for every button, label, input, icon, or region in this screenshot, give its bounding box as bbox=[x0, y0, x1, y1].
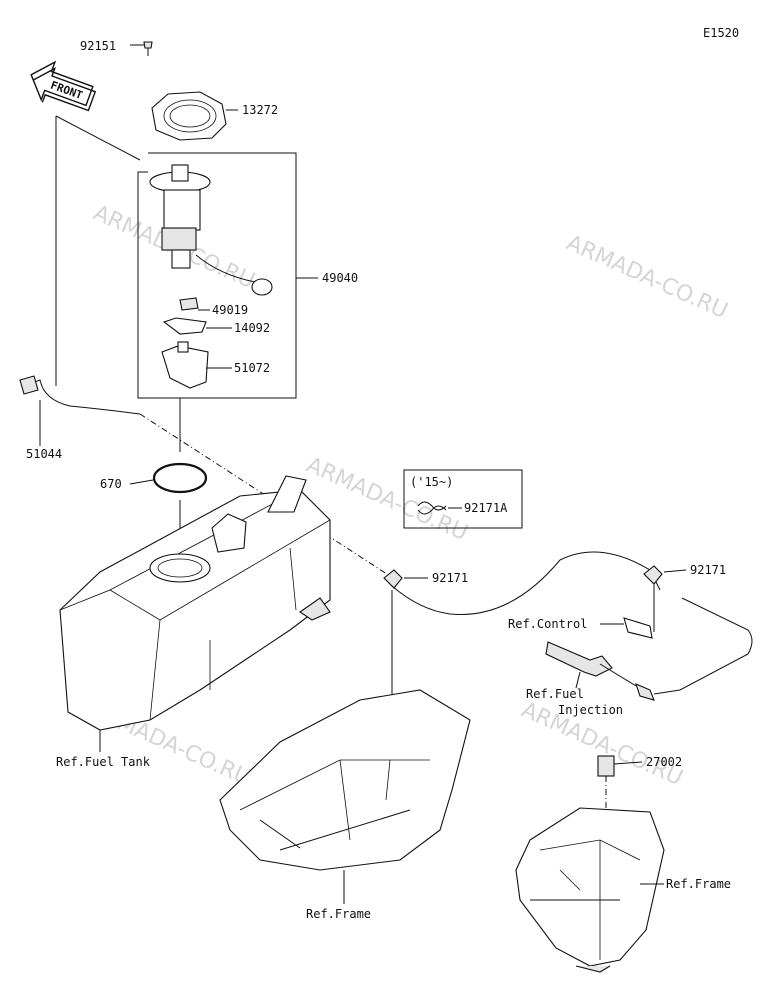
retainer-plate-13272 bbox=[151, 91, 238, 141]
hose-51044 bbox=[19, 115, 141, 446]
o-ring-670 bbox=[152, 462, 208, 494]
control-bracket bbox=[623, 617, 653, 639]
ref-control: Ref.Control bbox=[508, 617, 587, 631]
clamp-92171-right bbox=[643, 565, 687, 632]
watermark: ARMADA-CO.RU bbox=[563, 231, 732, 324]
plate-14092 bbox=[162, 317, 232, 335]
part-number-27002: 27002 bbox=[646, 755, 682, 769]
part-number-92171-a: 92171 bbox=[432, 571, 468, 585]
part-number-13272: 13272 bbox=[242, 103, 278, 117]
part-number-49019: 49019 bbox=[212, 303, 248, 317]
ref-frame-right: Ref.Frame bbox=[666, 877, 731, 891]
frame-left bbox=[219, 689, 471, 904]
filter-49019 bbox=[179, 297, 210, 311]
ref-fuel-injection-line2: Injection bbox=[558, 703, 623, 717]
assembly-bracket bbox=[137, 152, 297, 399]
ref-fuel-tank: Ref.Fuel Tank bbox=[56, 755, 151, 769]
fuel-line-right bbox=[653, 597, 753, 695]
fuel-hose bbox=[391, 551, 661, 616]
part-number-49040: 49040 bbox=[322, 271, 358, 285]
part-number-14092: 14092 bbox=[234, 321, 270, 335]
variant-note: ('15~) bbox=[410, 475, 453, 489]
part-number-92171-b: 92171 bbox=[690, 563, 726, 577]
front-arrow-icon: FRONT bbox=[30, 60, 97, 112]
ref-fuel-injection-line1: Ref.Fuel bbox=[526, 687, 584, 701]
ref-frame-left: Ref.Frame bbox=[306, 907, 371, 921]
fuel-injection bbox=[545, 641, 655, 701]
clamp-92171A bbox=[417, 501, 462, 515]
cup-51072 bbox=[161, 341, 232, 389]
part-number-670: 670 bbox=[100, 477, 122, 491]
part-number-51072: 51072 bbox=[234, 361, 270, 375]
fuel-tank bbox=[59, 475, 331, 752]
frame-right bbox=[515, 807, 665, 973]
part-number-92151: 92151 bbox=[80, 39, 116, 53]
variant-box bbox=[403, 469, 523, 529]
part-number-51044: 51044 bbox=[26, 447, 62, 461]
fuel-pump-assembly bbox=[149, 164, 273, 296]
screw-92151 bbox=[130, 41, 153, 56]
diagram-code: E1520 bbox=[703, 26, 739, 40]
part-number-92171A: 92171A bbox=[464, 501, 508, 515]
